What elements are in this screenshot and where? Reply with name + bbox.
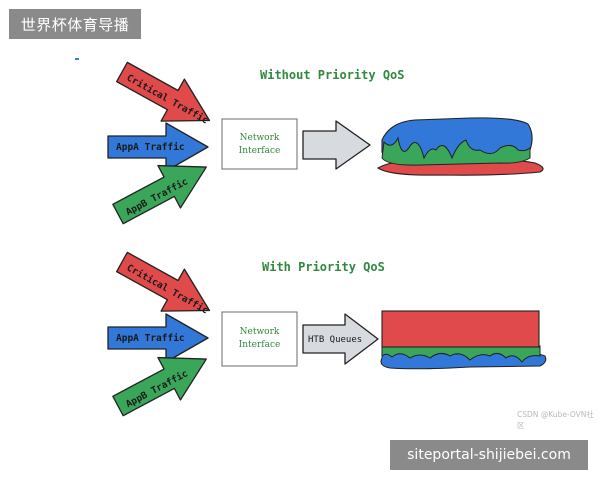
decorative-dash — [75, 58, 79, 60]
appb-traffic-arrow-1: AppB Traffic — [112, 164, 207, 225]
htb-queues-label: HTB Queues — [308, 335, 362, 345]
site-title-badge: 世界杯体育导播 — [9, 9, 141, 39]
network-interface-box-2: Network Interface — [221, 311, 298, 367]
prioritized-queue-stack — [380, 310, 547, 370]
interface-label-line1-2: Network — [240, 327, 280, 337]
appb-traffic-arrow-2: AppB Traffic — [112, 356, 207, 417]
site-url-badge: siteportal-shijiebei.com — [390, 440, 588, 470]
interface-label-line2-2: Interface — [239, 340, 281, 350]
appa-traffic-label-2: AppA Traffic — [116, 333, 185, 344]
appa-traffic-arrow-2: AppA Traffic — [107, 313, 209, 363]
output-arrow-1 — [302, 120, 371, 170]
htb-queues-arrow: HTB Queues — [302, 313, 379, 365]
csdn-watermark: CSDN @Kube-OVN社区 — [517, 410, 594, 430]
congested-queue-blob — [376, 117, 544, 176]
appa-traffic-label-1: AppA Traffic — [116, 142, 185, 153]
without-qos-title: Without Priority QoS — [260, 68, 405, 82]
interface-label-line2-1: Interface — [239, 146, 281, 156]
interface-label-line1-1: Network — [240, 133, 280, 143]
network-interface-box-1: Network Interface — [221, 118, 298, 170]
appa-traffic-arrow-1: AppA Traffic — [107, 122, 209, 172]
with-qos-title: With Priority QoS — [262, 260, 385, 274]
